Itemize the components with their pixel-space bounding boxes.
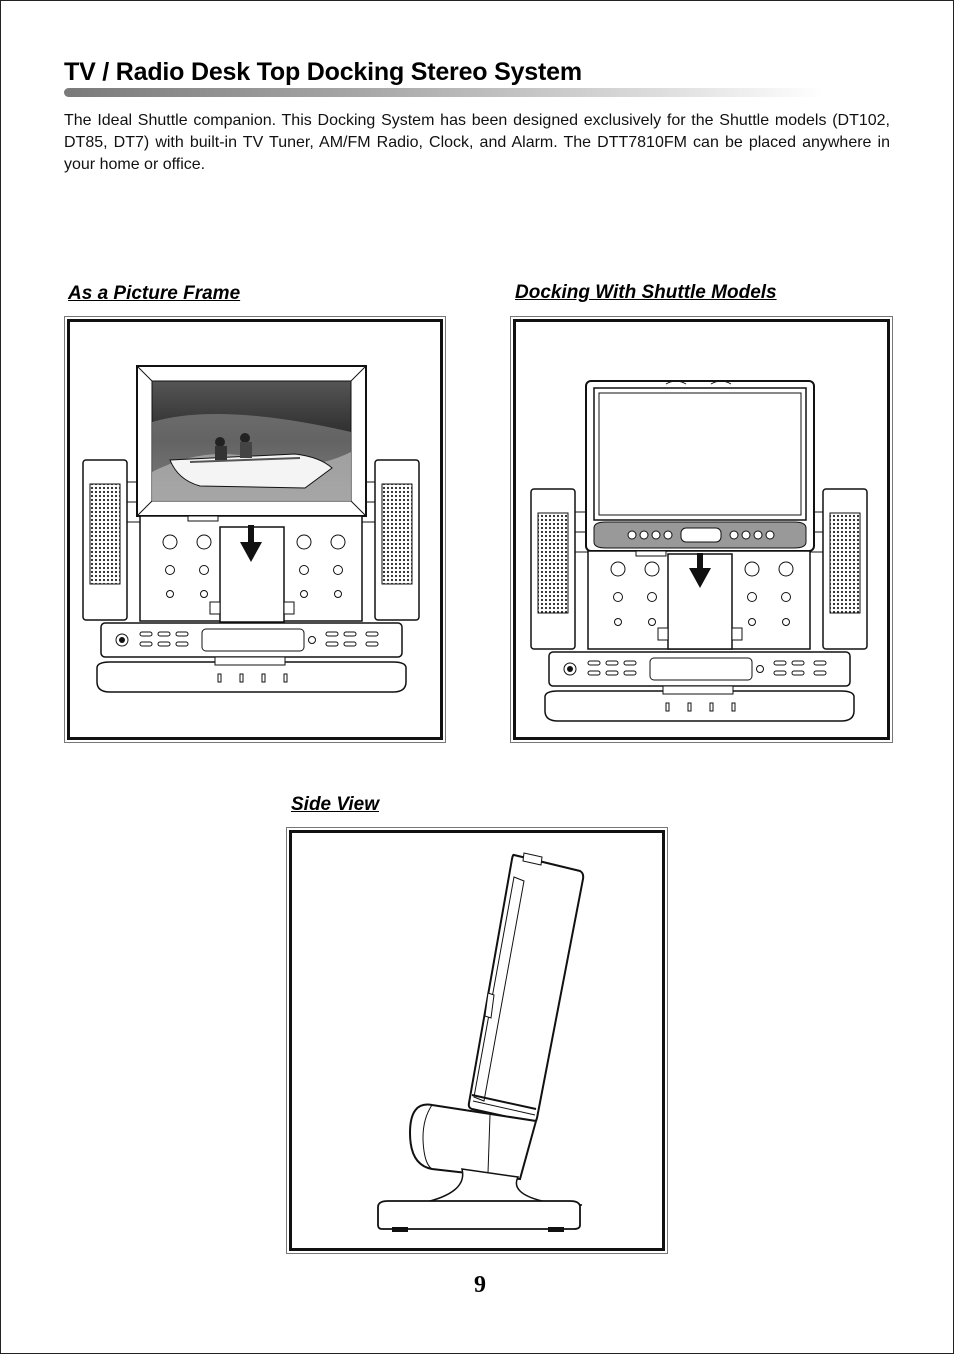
figure-picture-frame bbox=[64, 316, 446, 743]
page-title: TV / Radio Desk Top Docking Stereo Syste… bbox=[64, 58, 582, 86]
intro-paragraph: The Ideal Shuttle companion. This Dockin… bbox=[64, 112, 890, 173]
photo-frame bbox=[136, 365, 367, 517]
page-number: 9 bbox=[474, 1272, 486, 1298]
label-picture-frame: As a Picture Frame bbox=[68, 283, 241, 304]
side-view-illustration bbox=[377, 852, 585, 1232]
docking-illustration bbox=[530, 380, 868, 722]
left-speaker bbox=[82, 459, 128, 621]
figure-docking-shuttle bbox=[510, 316, 893, 743]
base-stand bbox=[96, 656, 407, 693]
label-side-view: Side View bbox=[291, 794, 379, 815]
insert-arrow bbox=[240, 525, 262, 562]
right-speaker bbox=[374, 459, 420, 621]
stand-side bbox=[377, 1168, 583, 1232]
shuttle-portable-tv bbox=[585, 380, 815, 552]
tilted-tv-side bbox=[467, 852, 585, 1124]
insert-arrow bbox=[689, 553, 711, 588]
picture-frame-illustration bbox=[82, 365, 420, 693]
control-panel bbox=[548, 651, 851, 687]
right-speaker bbox=[822, 488, 868, 650]
left-speaker bbox=[530, 488, 576, 650]
title-underline-bar bbox=[64, 88, 824, 97]
base-stand bbox=[544, 685, 855, 722]
control-panel bbox=[100, 622, 403, 658]
cradle-side bbox=[408, 1103, 538, 1181]
figure-side-view bbox=[286, 827, 668, 1254]
label-docking-shuttle: Docking With Shuttle Models bbox=[515, 282, 777, 303]
